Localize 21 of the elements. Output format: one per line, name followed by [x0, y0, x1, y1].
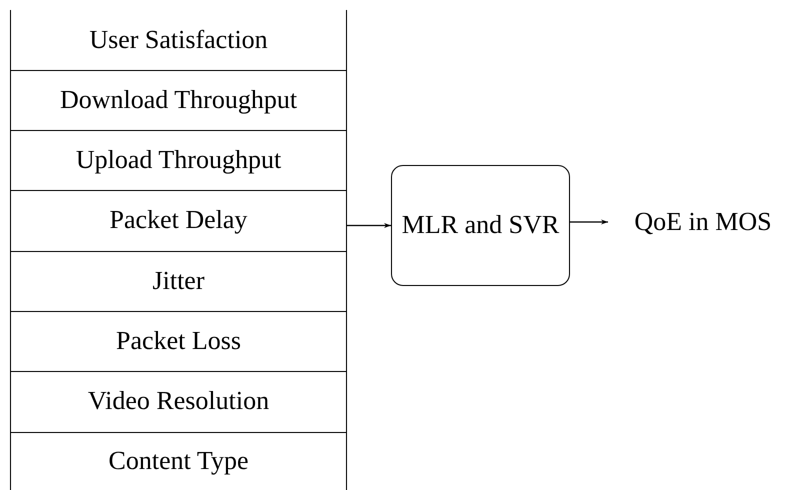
row-label: Packet Loss	[115, 324, 242, 357]
row-label: Content Type	[108, 444, 250, 477]
table-row	[10, 251, 347, 312]
table-row	[10, 190, 347, 252]
arrow	[347, 223, 391, 228]
table-row	[10, 432, 347, 490]
row-label: Video Resolution	[86, 385, 270, 418]
row-label: Upload Throughput	[74, 144, 282, 176]
row-label: Packet Delay	[108, 204, 248, 236]
row-label: User Satisfaction	[88, 24, 269, 56]
table-row	[10, 311, 347, 372]
table-row	[10, 371, 347, 433]
table-row	[10, 70, 347, 131]
row-label: MLR and SVR	[400, 209, 560, 242]
arrow	[570, 220, 608, 224]
process-box	[391, 165, 570, 286]
row-label: Jitter	[152, 264, 206, 297]
row-label: Download Throughput	[58, 84, 298, 116]
table-row	[10, 130, 347, 191]
output-label: QoE in MOS	[633, 206, 773, 238]
table-row	[10, 10, 347, 71]
